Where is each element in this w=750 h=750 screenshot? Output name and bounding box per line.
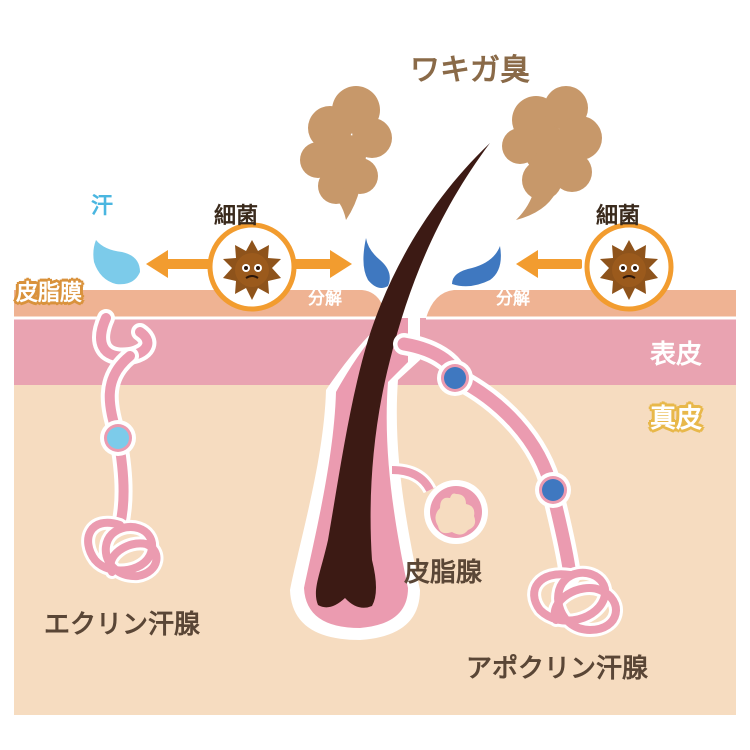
arrow-to-follicle-right xyxy=(516,250,582,278)
odor-cloud-left xyxy=(300,86,392,220)
bacteria-label-right: 細菌 xyxy=(596,204,641,229)
bacteria-label-left: 細菌 xyxy=(214,204,259,229)
bacteria-left xyxy=(207,222,297,312)
sebum-film-label: 皮脂膜 xyxy=(16,281,83,306)
apocrine-gland-label: アポクリン汗腺 xyxy=(466,654,649,684)
odor-cloud-right xyxy=(502,86,602,220)
sebaceous-gland-label: 皮脂腺 xyxy=(404,558,483,588)
sweat-drop-icon xyxy=(93,240,140,285)
apocrine-gland-coil xyxy=(527,565,623,638)
sebaceous-gland xyxy=(435,493,476,535)
skin-surface-right xyxy=(426,290,736,318)
eccrine-duct-dot xyxy=(107,427,129,449)
decomposition-label-left: 分解 xyxy=(308,289,342,309)
apocrine-duct-dot-2 xyxy=(542,479,564,501)
sweat-label: 汗 xyxy=(91,194,114,219)
arrow-to-sweat xyxy=(146,250,212,278)
apocrine-duct-dot-1 xyxy=(444,367,466,389)
odor-label: ワキガ臭 xyxy=(410,53,530,88)
eccrine-gland-coil xyxy=(81,515,164,584)
eccrine-gland-label: エクリン汗腺 xyxy=(44,610,201,640)
apocrine-sweat-drop-left-icon xyxy=(363,238,390,288)
apocrine-sweat-drop-right-icon xyxy=(452,246,501,287)
bacteria-right xyxy=(584,222,674,312)
decomposition-label-right: 分解 xyxy=(496,289,530,309)
hair-shaft xyxy=(315,143,490,608)
dermis-label: 真皮 xyxy=(650,404,703,434)
arrow-to-follicle-left xyxy=(292,250,352,278)
epidermis-label: 表皮 xyxy=(650,340,703,370)
